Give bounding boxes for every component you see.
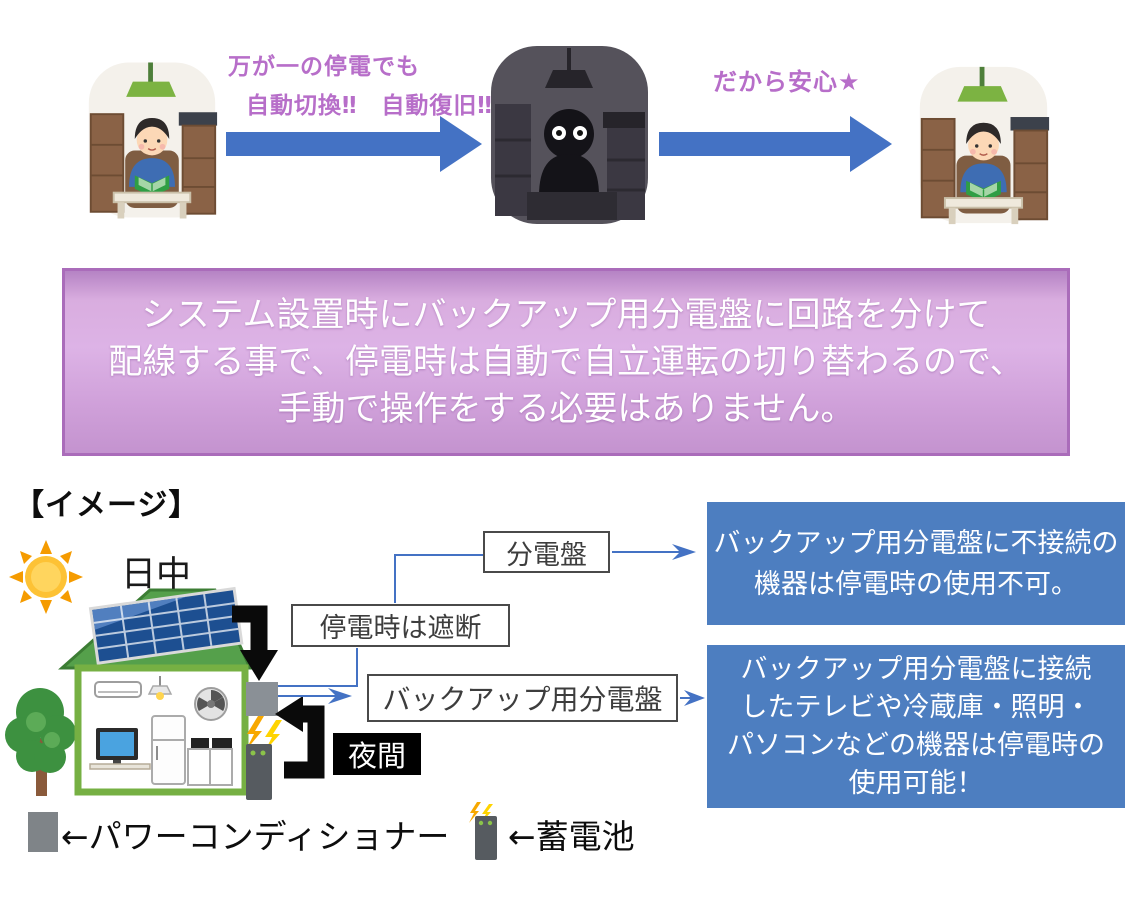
blackout-room-illustration [491,46,648,224]
daytime-label: 日中 [121,555,192,595]
night-label: 夜間 [333,733,421,775]
info-box-connected: バックアップ用分電盤に接続 したテレビや冷蔵庫・照明・ パソコンなどの機器は停電… [707,645,1125,808]
desk-icon [943,197,1024,225]
power-conditioner-legend-icon [28,812,58,852]
connector-arrowheads [328,544,705,706]
bookshelf-icon [920,117,1050,221]
info-connected-line-3: パソコンなどの機器は停電時の [727,729,1105,761]
flow-arrow-1 [226,116,482,172]
house-illustration [58,586,253,796]
battery-legend-icon [469,802,497,860]
message-line-1: システム設置時にバックアップ用分電盤に回路を分けて [141,294,991,335]
power-conditioner-legend-label: ←パワーコンディショナー [61,817,450,856]
tree-icon [5,688,76,796]
image-section-heading: 【イメージ】 [14,488,200,523]
info-box-disconnected: バックアップ用分電盤に不接続の 機器は停電時の使用不可。 [707,502,1125,625]
info-disconnected-line-2: 機器は停電時の使用不可。 [754,568,1078,600]
lightning-bolts-icon [246,716,282,751]
dark-lamp-icon [545,48,593,88]
info-disconnected-line-1: バックアップ用分電盤に不接続の [713,527,1119,559]
distribution-board-box: 分電盤 [483,531,610,573]
day-power-arrow [232,605,278,681]
caption-auto-switch-restore: 自動切換‼ 自動復旧‼ [246,93,493,119]
flow-arrow-2 [659,116,892,172]
desk-icon [112,191,192,219]
info-connected-line-4: 使用可能！ [848,767,984,799]
message-line-2: 配線する事で、停電時は自動で自立運転の切り替わるので、 [108,341,1024,382]
backup-board-box: バックアップ用分電盤 [367,674,678,722]
circuit-connectors [278,551,694,699]
caption-relief: だから安心★ [713,68,861,96]
storage-battery-icon [246,744,272,800]
info-connected-line-2: したテレビや冷蔵庫・照明・ [740,691,1092,723]
solar-panel-icon [88,586,244,665]
cutoff-box: 停電時は遮断 [291,604,510,647]
pendant-lamp-icon [957,66,1008,102]
reading-room-illustration-left [88,62,218,219]
auto-switch-message-box: システム設置時にバックアップ用分電盤に回路を分けて 配線する事で、停電時は自動で… [62,268,1070,456]
power-conditioner-icon [246,682,278,716]
caption-outage: 万が一の停電でも [228,54,420,80]
person-silhouette-icon [527,109,617,220]
info-connected-line-1: バックアップ用分電盤に接続 [740,653,1092,685]
sun-icon [9,540,83,614]
battery-legend-label: ←蓄電池 [508,817,635,856]
pendant-lamp-icon [126,62,176,97]
night-power-arrow [275,696,325,779]
message-line-3: 手動で操作をする必要はありません。 [277,388,855,429]
reading-room-illustration-right [919,66,1050,225]
